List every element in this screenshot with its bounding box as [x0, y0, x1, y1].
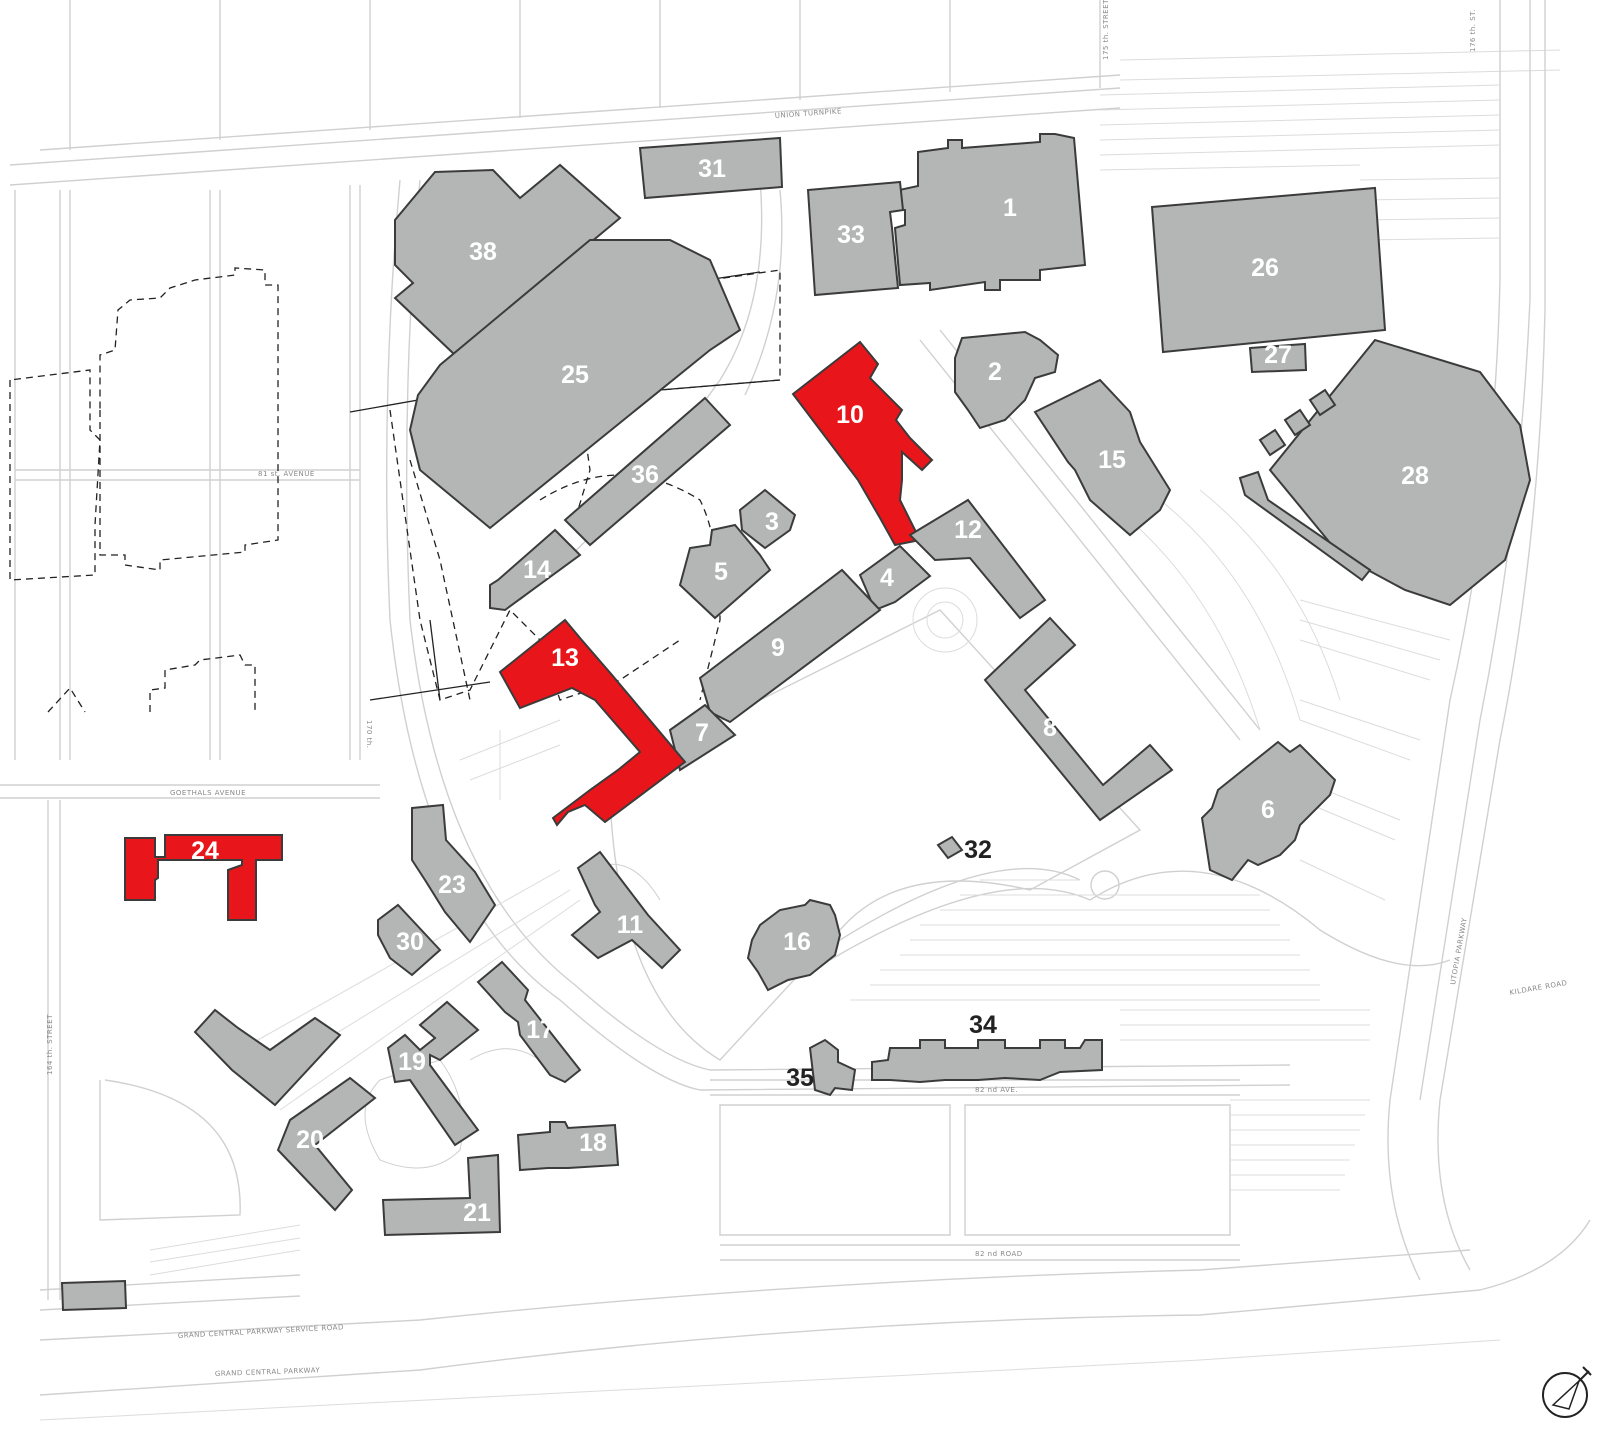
- building-15[interactable]: [1033, 378, 1172, 537]
- building-36[interactable]: [563, 396, 732, 547]
- street-82nd-ave: 82 nd AVE.: [975, 1086, 1018, 1094]
- label-35: 35: [786, 1064, 814, 1092]
- street-82nd-road: 82 nd ROAD: [975, 1250, 1023, 1258]
- building-8[interactable]: [983, 616, 1174, 822]
- building-19[interactable]: [386, 1000, 480, 1147]
- building-23[interactable]: [411, 803, 497, 944]
- street-164th: 164 th. STREET: [46, 1014, 54, 1075]
- label-32: 32: [964, 836, 992, 864]
- street-kildare-road: KILDARE ROAD: [1509, 979, 1568, 997]
- building-24[interactable]: [124, 834, 283, 921]
- street-utopia-parkway: UTOPIA PARKWAY: [1449, 917, 1469, 986]
- building-18[interactable]: [516, 1121, 620, 1172]
- label-34: 34: [969, 1011, 997, 1039]
- building-12[interactable]: [908, 498, 1047, 620]
- street-170th: 170 th.: [365, 720, 373, 749]
- buildings: [60, 133, 1532, 1312]
- building-28[interactable]: [1268, 338, 1532, 607]
- building-21[interactable]: [381, 1153, 502, 1237]
- street-gcp-service-road: GRAND CENTRAL PARKWAY SERVICE ROAD: [178, 1323, 344, 1340]
- building-unlabeled[interactable]: [60, 1279, 128, 1312]
- building-5[interactable]: [678, 523, 772, 620]
- building-32[interactable]: [936, 835, 964, 860]
- building-30[interactable]: [377, 903, 442, 977]
- building-25[interactable]: [408, 239, 742, 530]
- building-35[interactable]: [808, 1038, 857, 1097]
- building-9[interactable]: [698, 568, 882, 724]
- building-10[interactable]: [791, 340, 934, 547]
- building-6[interactable]: [1200, 740, 1337, 882]
- building-33[interactable]: [806, 180, 905, 297]
- north-arrow-icon: [1542, 1366, 1592, 1418]
- building-20[interactable]: [193, 1008, 342, 1107]
- street-176th: 176 th. ST.: [1469, 9, 1477, 52]
- building-3[interactable]: [738, 488, 797, 550]
- street-union-turnpike: UNION TURNPIKE: [775, 107, 843, 120]
- building-1[interactable]: [888, 133, 1087, 292]
- building-13[interactable]: [498, 618, 687, 827]
- building-16[interactable]: [746, 898, 842, 992]
- building-28-dugouts: [1258, 388, 1337, 457]
- building-28-stands: [1238, 470, 1372, 582]
- building-26[interactable]: [1150, 186, 1387, 354]
- building-27[interactable]: [1248, 342, 1308, 374]
- street-goethals-avenue: GOETHALS AVENUE: [170, 789, 246, 797]
- building-14[interactable]: [489, 528, 582, 612]
- street-81st-avenue: 81 st. AVENUE: [258, 470, 315, 478]
- building-17[interactable]: [476, 960, 582, 1084]
- street-175th: 175 th. STREET: [1102, 0, 1110, 60]
- street-grand-central-parkway: GRAND CENTRAL PARKWAY: [215, 1366, 321, 1378]
- building-11[interactable]: [570, 850, 682, 970]
- building-20-wing: [276, 1076, 377, 1212]
- building-34[interactable]: [871, 1039, 1103, 1084]
- building-31[interactable]: [638, 136, 784, 200]
- building-2[interactable]: [954, 330, 1060, 430]
